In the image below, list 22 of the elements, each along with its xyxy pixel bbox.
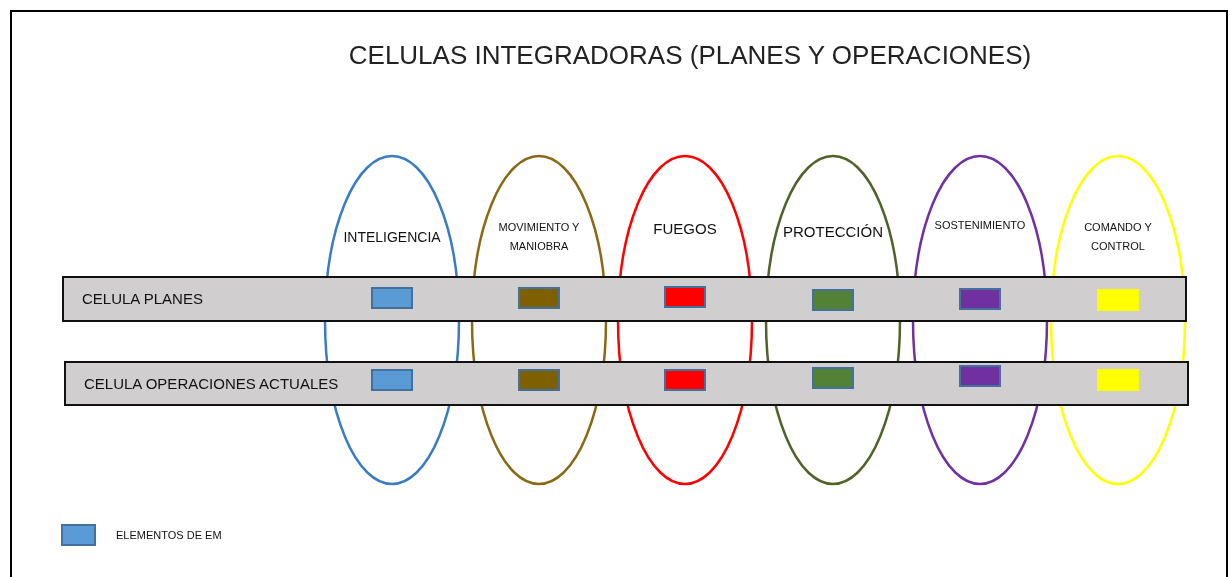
element-square: [371, 369, 413, 391]
element-square: [1097, 369, 1139, 391]
element-square: [664, 369, 706, 391]
element-square: [1097, 289, 1139, 311]
ellipse-label: COMANDO Y CONTROL: [1083, 220, 1153, 254]
element-square: [664, 286, 706, 308]
ellipse-label: PROTECCIÓN: [782, 221, 884, 242]
bar-label: CELULA OPERACIONES ACTUALES: [84, 375, 339, 392]
ellipse-label: MOVIMIENTO Y MANIOBRA: [497, 220, 581, 254]
diagram-title: CELULAS INTEGRADORAS (PLANES Y OPERACIONES): [347, 40, 1033, 71]
ellipse-label: SOSTENIMIENTO: [933, 218, 1027, 234]
element-square: [812, 367, 854, 389]
element-square: [518, 369, 560, 391]
element-square: [959, 288, 1001, 310]
legend-label: ELEMENTOS DE EM: [116, 529, 222, 541]
element-square: [518, 287, 560, 309]
element-square: [371, 287, 413, 309]
bar-label: CELULA PLANES: [82, 290, 203, 307]
ellipse-label: FUEGOS: [652, 218, 718, 239]
element-square: [959, 365, 1001, 387]
element-square: [812, 289, 854, 311]
ellipse-label: INTELIGENCIA: [342, 228, 442, 248]
